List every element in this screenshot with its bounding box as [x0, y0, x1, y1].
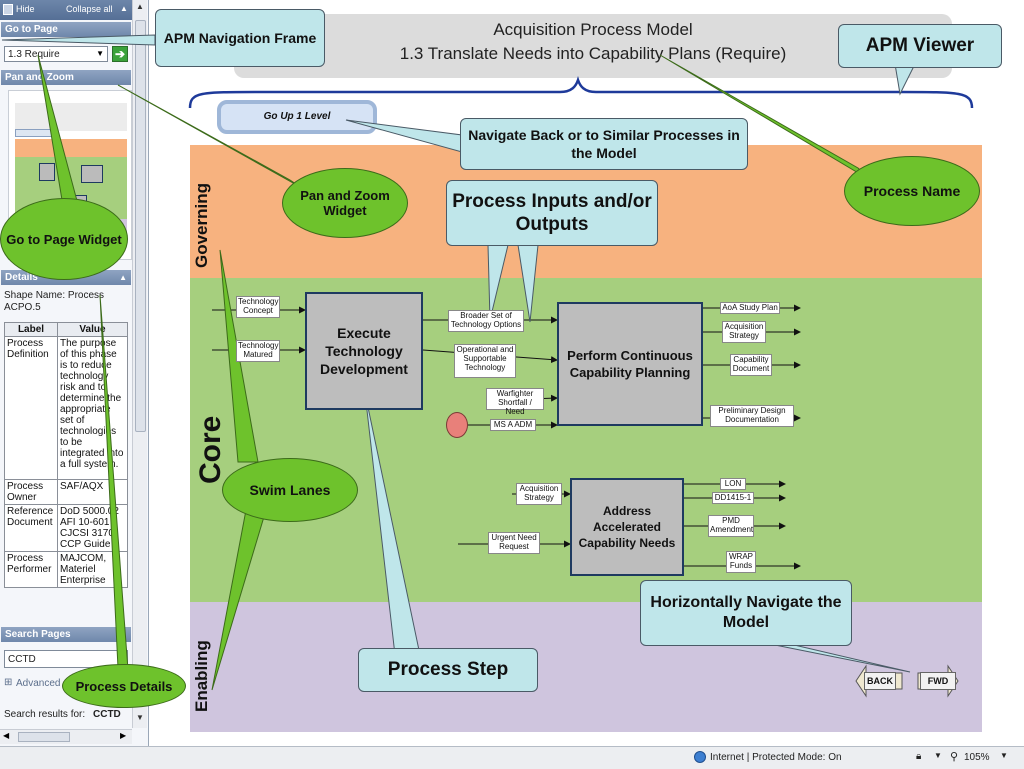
pan-zoom-header: Pan and Zoom	[1, 70, 131, 85]
globe-icon	[694, 751, 706, 763]
zoom-level[interactable]: 105%	[964, 752, 990, 763]
process-execute-technology[interactable]: Execute Technology Development	[305, 292, 423, 410]
browser-status-bar: Internet | Protected Mode: On 🔒︎ ▼ ⚲ 105…	[0, 746, 1024, 769]
thumb-process-2	[81, 165, 103, 183]
collapse-arrow-icon[interactable]: ▲	[120, 4, 128, 13]
io-label-pmd[interactable]: PMD Amendment	[708, 515, 754, 537]
fwd-button[interactable]: FWD	[920, 672, 956, 690]
io-label-ms-a[interactable]: MS A ADM	[490, 419, 536, 431]
scroll-left-icon[interactable]: ◀	[3, 731, 10, 740]
pointer-goto-page	[37, 54, 81, 213]
details-table: Label Value Process Definition The purpo…	[4, 322, 128, 588]
goto-page-select[interactable]: 1.3 Require ▼	[4, 46, 108, 62]
io-label-tech-concept[interactable]: Technology Concept	[236, 296, 280, 318]
row-label: Reference Document	[4, 504, 58, 552]
pointer-apm-viewer	[894, 63, 916, 96]
go-up-level-button[interactable]: Go Up 1 Level	[217, 100, 377, 134]
scroll-up-icon[interactable]: ▲	[136, 2, 144, 11]
io-label-prelim[interactable]: Preliminary Design Documentation	[710, 405, 794, 427]
callout-process-step: Process Step	[358, 648, 538, 692]
io-label-urgent[interactable]: Urgent Need Request	[488, 532, 540, 554]
search-results-term: CCTD	[93, 709, 121, 720]
model-title: Acquisition Process Model	[493, 20, 693, 39]
scroll-thumb[interactable]	[135, 20, 146, 432]
milestone-marker-icon[interactable]	[446, 412, 468, 438]
security-zone[interactable]: Internet | Protected Mode: On	[710, 752, 842, 763]
callout-navigate-back: Navigate Back or to Similar Processes in…	[460, 118, 748, 170]
process-perform-capability-planning[interactable]: Perform Continuous Capability Planning	[557, 302, 703, 426]
table-row: Process Performer MAJCOM, Materiel Enter…	[4, 551, 128, 588]
pointer-pan-zoom	[117, 84, 303, 189]
io-label-tech-matured[interactable]: Technology Matured	[236, 340, 280, 362]
callout-process-io: Process Inputs and/or Outputs	[446, 180, 658, 246]
io-label-acq-out[interactable]: Acquisition Strategy	[722, 321, 766, 343]
thumb-title	[15, 103, 127, 131]
callout-pan-zoom: Pan and Zoom Widget	[282, 168, 408, 238]
table-row: Process Definition The purpose of this p…	[4, 336, 128, 480]
callout-process-details: Process Details	[62, 664, 186, 708]
pointer-apm-nav	[1, 34, 156, 46]
callout-apm-viewer: APM Viewer	[838, 24, 1002, 68]
callout-horizontal-navigate: Horizontally Navigate the Model	[640, 580, 852, 646]
process-title-bar: Acquisition Process Model 1.3 Translate …	[234, 14, 952, 78]
zoom-dropdown-icon[interactable]: ▼	[1000, 751, 1008, 760]
details-table-header: Label Value	[4, 322, 128, 337]
nav-toolbar: Hide Collapse all ▲	[0, 0, 132, 20]
nav-horizontal-scrollbar[interactable]: ◀ ▶	[0, 729, 132, 744]
search-results-label: Search results for:	[4, 709, 86, 720]
scroll-right-icon[interactable]: ▶	[120, 731, 127, 740]
io-label-wrap[interactable]: WRAP Funds	[726, 551, 756, 573]
io-label-lon[interactable]: LON	[720, 478, 746, 490]
callout-apm-navigation-frame: APM Navigation Frame	[155, 9, 325, 67]
zoom-icon[interactable]: ⚲	[950, 751, 959, 763]
lock-icon[interactable]: 🔒︎	[916, 751, 922, 762]
thumb-governing	[15, 139, 127, 157]
nav-vertical-scrollbar[interactable]: ▲ ▼	[132, 0, 147, 728]
dropdown-arrow-icon: ▼	[96, 49, 104, 58]
pointer-process-io	[487, 244, 509, 321]
details-collapse-icon[interactable]: ▲	[119, 273, 127, 282]
table-row: Process Owner SAF/AQX	[4, 479, 128, 505]
io-label-aoa[interactable]: AoA Study Plan	[720, 302, 780, 314]
goto-page-header: Go to Page	[1, 22, 131, 37]
hide-button[interactable]: Hide	[16, 4, 35, 14]
hscroll-thumb[interactable]	[18, 732, 70, 742]
io-label-warfighter[interactable]: Warfighter Shortfall / Need	[486, 388, 544, 416]
pointer-process-details	[99, 294, 129, 671]
advanced-search-link[interactable]: Advanced	[16, 678, 61, 689]
thumb-process-1	[39, 163, 55, 181]
pointer-navigate-back	[345, 119, 463, 153]
callout-goto-page: Go to Page Widget	[0, 198, 128, 280]
pointer-swim-enabling	[211, 509, 267, 691]
label-column-header: Label	[4, 322, 58, 337]
row-value: The purpose of this phase is to reduce t…	[57, 336, 128, 480]
viewer-brace	[188, 76, 974, 109]
scroll-down-icon[interactable]: ▼	[136, 713, 144, 722]
callout-process-name: Process Name	[844, 156, 980, 226]
pointer-process-step	[364, 392, 421, 656]
process-name: 1.3 Translate Needs into Capability Plan…	[399, 44, 787, 63]
io-label-dd1415[interactable]: DD1415-1	[712, 492, 754, 504]
hide-icon[interactable]	[3, 4, 13, 15]
collapse-all-button[interactable]: Collapse all	[66, 4, 113, 14]
io-label-broader-set[interactable]: Broader Set of Technology Options	[448, 310, 524, 332]
go-arrow-button[interactable]: ➔	[112, 46, 128, 62]
back-button[interactable]: BACK	[864, 672, 896, 690]
search-input[interactable]: CCTD	[4, 650, 128, 668]
callout-swim-lanes: Swim Lanes	[222, 458, 358, 522]
row-value: SAF/AQX	[57, 479, 128, 505]
io-label-acq-in[interactable]: Acquisition Strategy	[516, 483, 562, 505]
value-column-header: Value	[57, 322, 128, 337]
search-pages-header: Search Pages	[1, 627, 131, 642]
io-label-cap-doc[interactable]: Capability Document	[730, 354, 772, 376]
zone-dropdown-icon[interactable]: ▼	[934, 751, 942, 760]
advanced-expand-icon[interactable]: ⊞	[4, 677, 13, 688]
apm-navigation-frame: Hide Collapse all ▲ Go to Page 1.3 Requi…	[0, 0, 149, 746]
row-label: Process Performer	[4, 551, 58, 588]
process-address-accelerated[interactable]: Address Accelerated Capability Needs	[570, 478, 684, 576]
shape-name: Shape Name: Process ACPO.5	[4, 290, 105, 313]
io-label-operational[interactable]: Operational and Supportable Technology	[454, 344, 516, 378]
